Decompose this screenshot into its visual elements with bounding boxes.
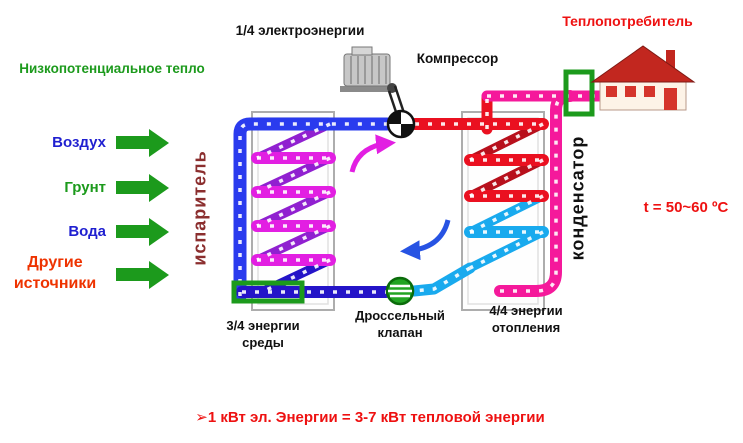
source-label-water: Вода [68,223,106,240]
cycle-arrow-bottom-icon [400,219,451,261]
evaporator-inlet-frame [231,280,305,304]
source-label-ground: Грунт [64,179,106,196]
green-arrow-icon [116,260,169,289]
source-energy-label: 3/4 энергии среды [226,318,300,350]
evaporator-label: испаритель [189,150,210,266]
green-arrow-icon [116,173,169,202]
cycle-arrows [349,134,451,261]
electric-energy-label: 1/4 электроэнергии [235,23,365,38]
cycle-arrow-top-icon [349,134,396,173]
condenser-label: конденсатор [567,135,588,261]
electric-motor-icon [340,46,406,114]
green-arrow-icon [116,128,169,157]
condenser-outlet-frame [563,69,595,117]
throttle-valve-label: Дроссельный клапан [355,308,445,340]
green-arrow-icon [116,217,169,246]
refrigerant-pipes [233,90,607,303]
pipe-flow-arrows [238,94,601,296]
temperature-label: t = 50~60 ºС [643,199,729,216]
compressor-icon [386,109,416,139]
compressor-label: Компрессор [416,51,499,66]
house-icon [590,45,696,111]
heating-energy-label: 4/4 энергии отопления [489,303,563,335]
formula-label: ➢1 кВт эл. Энергии = 3-7 кВт тепловой эн… [195,409,545,426]
heat-consumer-label: Теплопотребитель [562,13,693,29]
low-potential-heat-label: Низкопотенциальное тепло [19,61,205,76]
source-label-air: Воздух [52,134,106,151]
source-label-other: Другие источники [13,254,97,292]
throttle-valve-icon [385,276,415,306]
